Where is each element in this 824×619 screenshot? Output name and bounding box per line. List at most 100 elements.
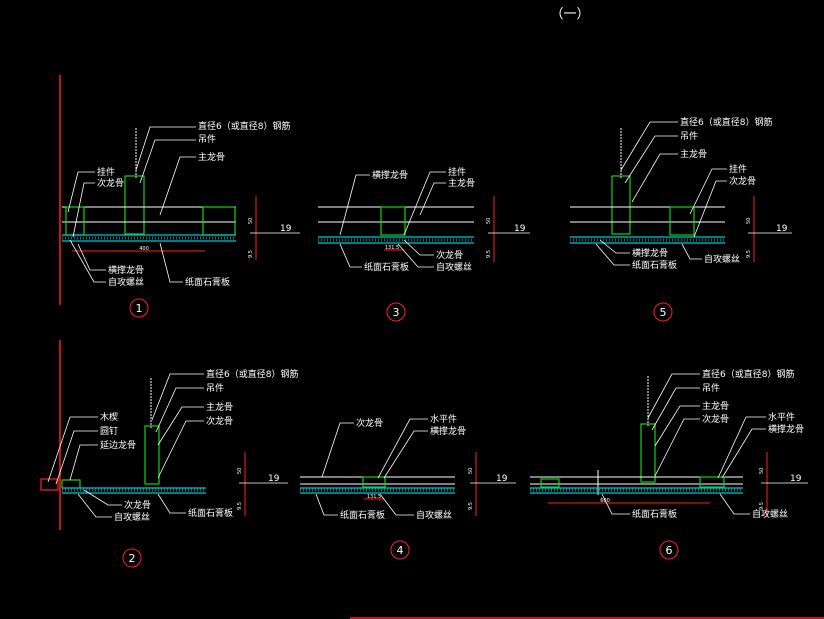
leader-main-keel <box>419 182 446 216</box>
leader-main-keel <box>157 406 204 446</box>
label-gypsum-board: 纸面石膏板 <box>185 276 230 288</box>
detail-number-2: 2 <box>129 552 136 565</box>
horizontal-part-right <box>699 476 725 488</box>
label-gypsum-board: 纸面石膏板 <box>364 261 409 273</box>
detail-number-circle <box>386 302 406 322</box>
label-edge-keel: 延边龙骨 <box>100 439 136 451</box>
label-rebar: 直径6（或直径8）钢筋 <box>702 368 794 380</box>
detail-number-circle <box>129 298 149 318</box>
leader-secondary-keel <box>654 418 700 477</box>
detail-2: 19 50 9.5 直径6（或直径8）钢筋 吊件 主龙骨 次龙骨 木楔 圆钉 延… <box>40 340 298 568</box>
dim-600: 600 <box>600 498 610 504</box>
leader-screw <box>397 243 434 268</box>
leader-hanger <box>139 139 196 184</box>
label-secondary-keel: 次龙骨 <box>436 249 463 261</box>
leader-gypsum-board <box>339 243 362 268</box>
label-main-keel: 主龙骨 <box>680 148 707 160</box>
leader-gypsum-board <box>595 243 630 266</box>
leader-screw <box>719 493 750 515</box>
sheet-title: （一） <box>550 7 589 22</box>
leader-gypsum-board <box>157 493 186 514</box>
dim-50: 50 <box>248 218 254 224</box>
leader-edge-keel <box>69 444 98 481</box>
detail-3: 131.5 19 50 9.5 横撑龙骨 挂件 主龙骨 次龙骨 自攻螺丝 纸面石… <box>318 166 530 322</box>
label-gypsum-board: 纸面石膏板 <box>188 507 233 519</box>
leader-brace-keel <box>721 428 766 479</box>
leader-pendant <box>403 171 446 236</box>
dim-9.5: 9.5 <box>759 502 765 510</box>
detail-number-6: 6 <box>666 544 673 557</box>
leader-gypsum-board <box>315 493 338 516</box>
label-hanger: 吊件 <box>702 382 720 394</box>
detail-number-5: 5 <box>660 306 667 319</box>
label-brace-keel: 横撑龙骨 <box>768 423 804 435</box>
label-pendant: 挂件 <box>448 166 466 178</box>
dim-9.5: 9.5 <box>746 250 752 258</box>
dim-19: 19 <box>268 474 280 484</box>
dim-19: 19 <box>776 224 788 234</box>
dim-9.5: 9.5 <box>248 250 254 258</box>
leader-rebar <box>151 373 204 421</box>
leader-horizontal-part <box>717 416 766 479</box>
label-gypsum-board: 纸面石膏板 <box>632 259 677 271</box>
detail-number-circle <box>122 548 142 568</box>
leader-main-keel <box>159 156 196 216</box>
dim-9.5: 9.5 <box>468 502 474 510</box>
label-secondary-keel-2: 次龙骨 <box>124 499 151 511</box>
secondary-keel-left <box>65 206 85 236</box>
leader-hanger <box>155 387 204 433</box>
hanger-bracket <box>611 175 631 235</box>
leader-screw <box>681 243 702 260</box>
label-horizontal-part: 水平件 <box>768 411 795 423</box>
label-rebar: 直径6（或直径8）钢筋 <box>198 120 290 132</box>
leader-gypsum-board <box>159 242 183 283</box>
label-hanger: 吊件 <box>206 382 224 394</box>
horizontal-part-left <box>540 478 560 488</box>
leader-nail <box>55 430 98 485</box>
leader-brace-keel <box>599 239 630 254</box>
secondary-keel <box>669 206 695 236</box>
detail-number-circle <box>659 540 679 560</box>
dim-50: 50 <box>468 468 474 474</box>
leader-rebar <box>135 126 196 171</box>
horizontal-part <box>362 476 386 488</box>
detail-number-1: 1 <box>136 302 143 315</box>
leader-pendant <box>689 168 727 215</box>
label-pendant: 挂件 <box>729 163 747 175</box>
label-horizontal-part: 水平件 <box>430 413 457 425</box>
dim-19: 19 <box>514 224 526 234</box>
leader-screw <box>379 493 414 516</box>
dim-50: 50 <box>237 468 243 474</box>
dim-19: 19 <box>496 474 508 484</box>
detail-number-circle <box>653 302 673 322</box>
hanger-bracket <box>144 425 160 485</box>
detail-number-4: 4 <box>397 544 404 557</box>
label-main-keel: 主龙骨 <box>448 177 475 189</box>
leader-secondary-keel <box>157 420 204 479</box>
dim-19: 19 <box>790 474 802 484</box>
label-secondary-keel: 次龙骨 <box>356 417 383 429</box>
label-secondary-keel: 次龙骨 <box>206 415 233 427</box>
leader-secondary-keel <box>321 422 354 478</box>
label-wood-block: 木楔 <box>100 411 118 423</box>
leader-screw <box>77 493 112 518</box>
leader-secondary-keel <box>403 239 434 256</box>
detail-number-3: 3 <box>393 306 400 319</box>
label-secondary-keel: 次龙骨 <box>729 175 756 187</box>
hanger-bracket <box>124 175 145 235</box>
leader-brace-keel <box>77 243 106 271</box>
label-screw: 自攻螺丝 <box>436 261 472 273</box>
leader-secondary-keel <box>693 180 727 238</box>
detail-number-circle <box>390 540 410 560</box>
leader-rebar <box>620 121 678 171</box>
leader-pendant <box>67 171 95 213</box>
dim-9.5: 9.5 <box>237 502 243 510</box>
label-rebar: 直径6（或直径8）钢筋 <box>680 116 772 128</box>
leader-screw <box>69 239 106 283</box>
leader-wood-block <box>47 416 98 483</box>
leader-brace-keel <box>383 430 428 479</box>
label-hanger: 吊件 <box>680 130 698 142</box>
edge-keel <box>61 479 81 488</box>
label-brace-keel: 横撑龙骨 <box>430 425 466 437</box>
